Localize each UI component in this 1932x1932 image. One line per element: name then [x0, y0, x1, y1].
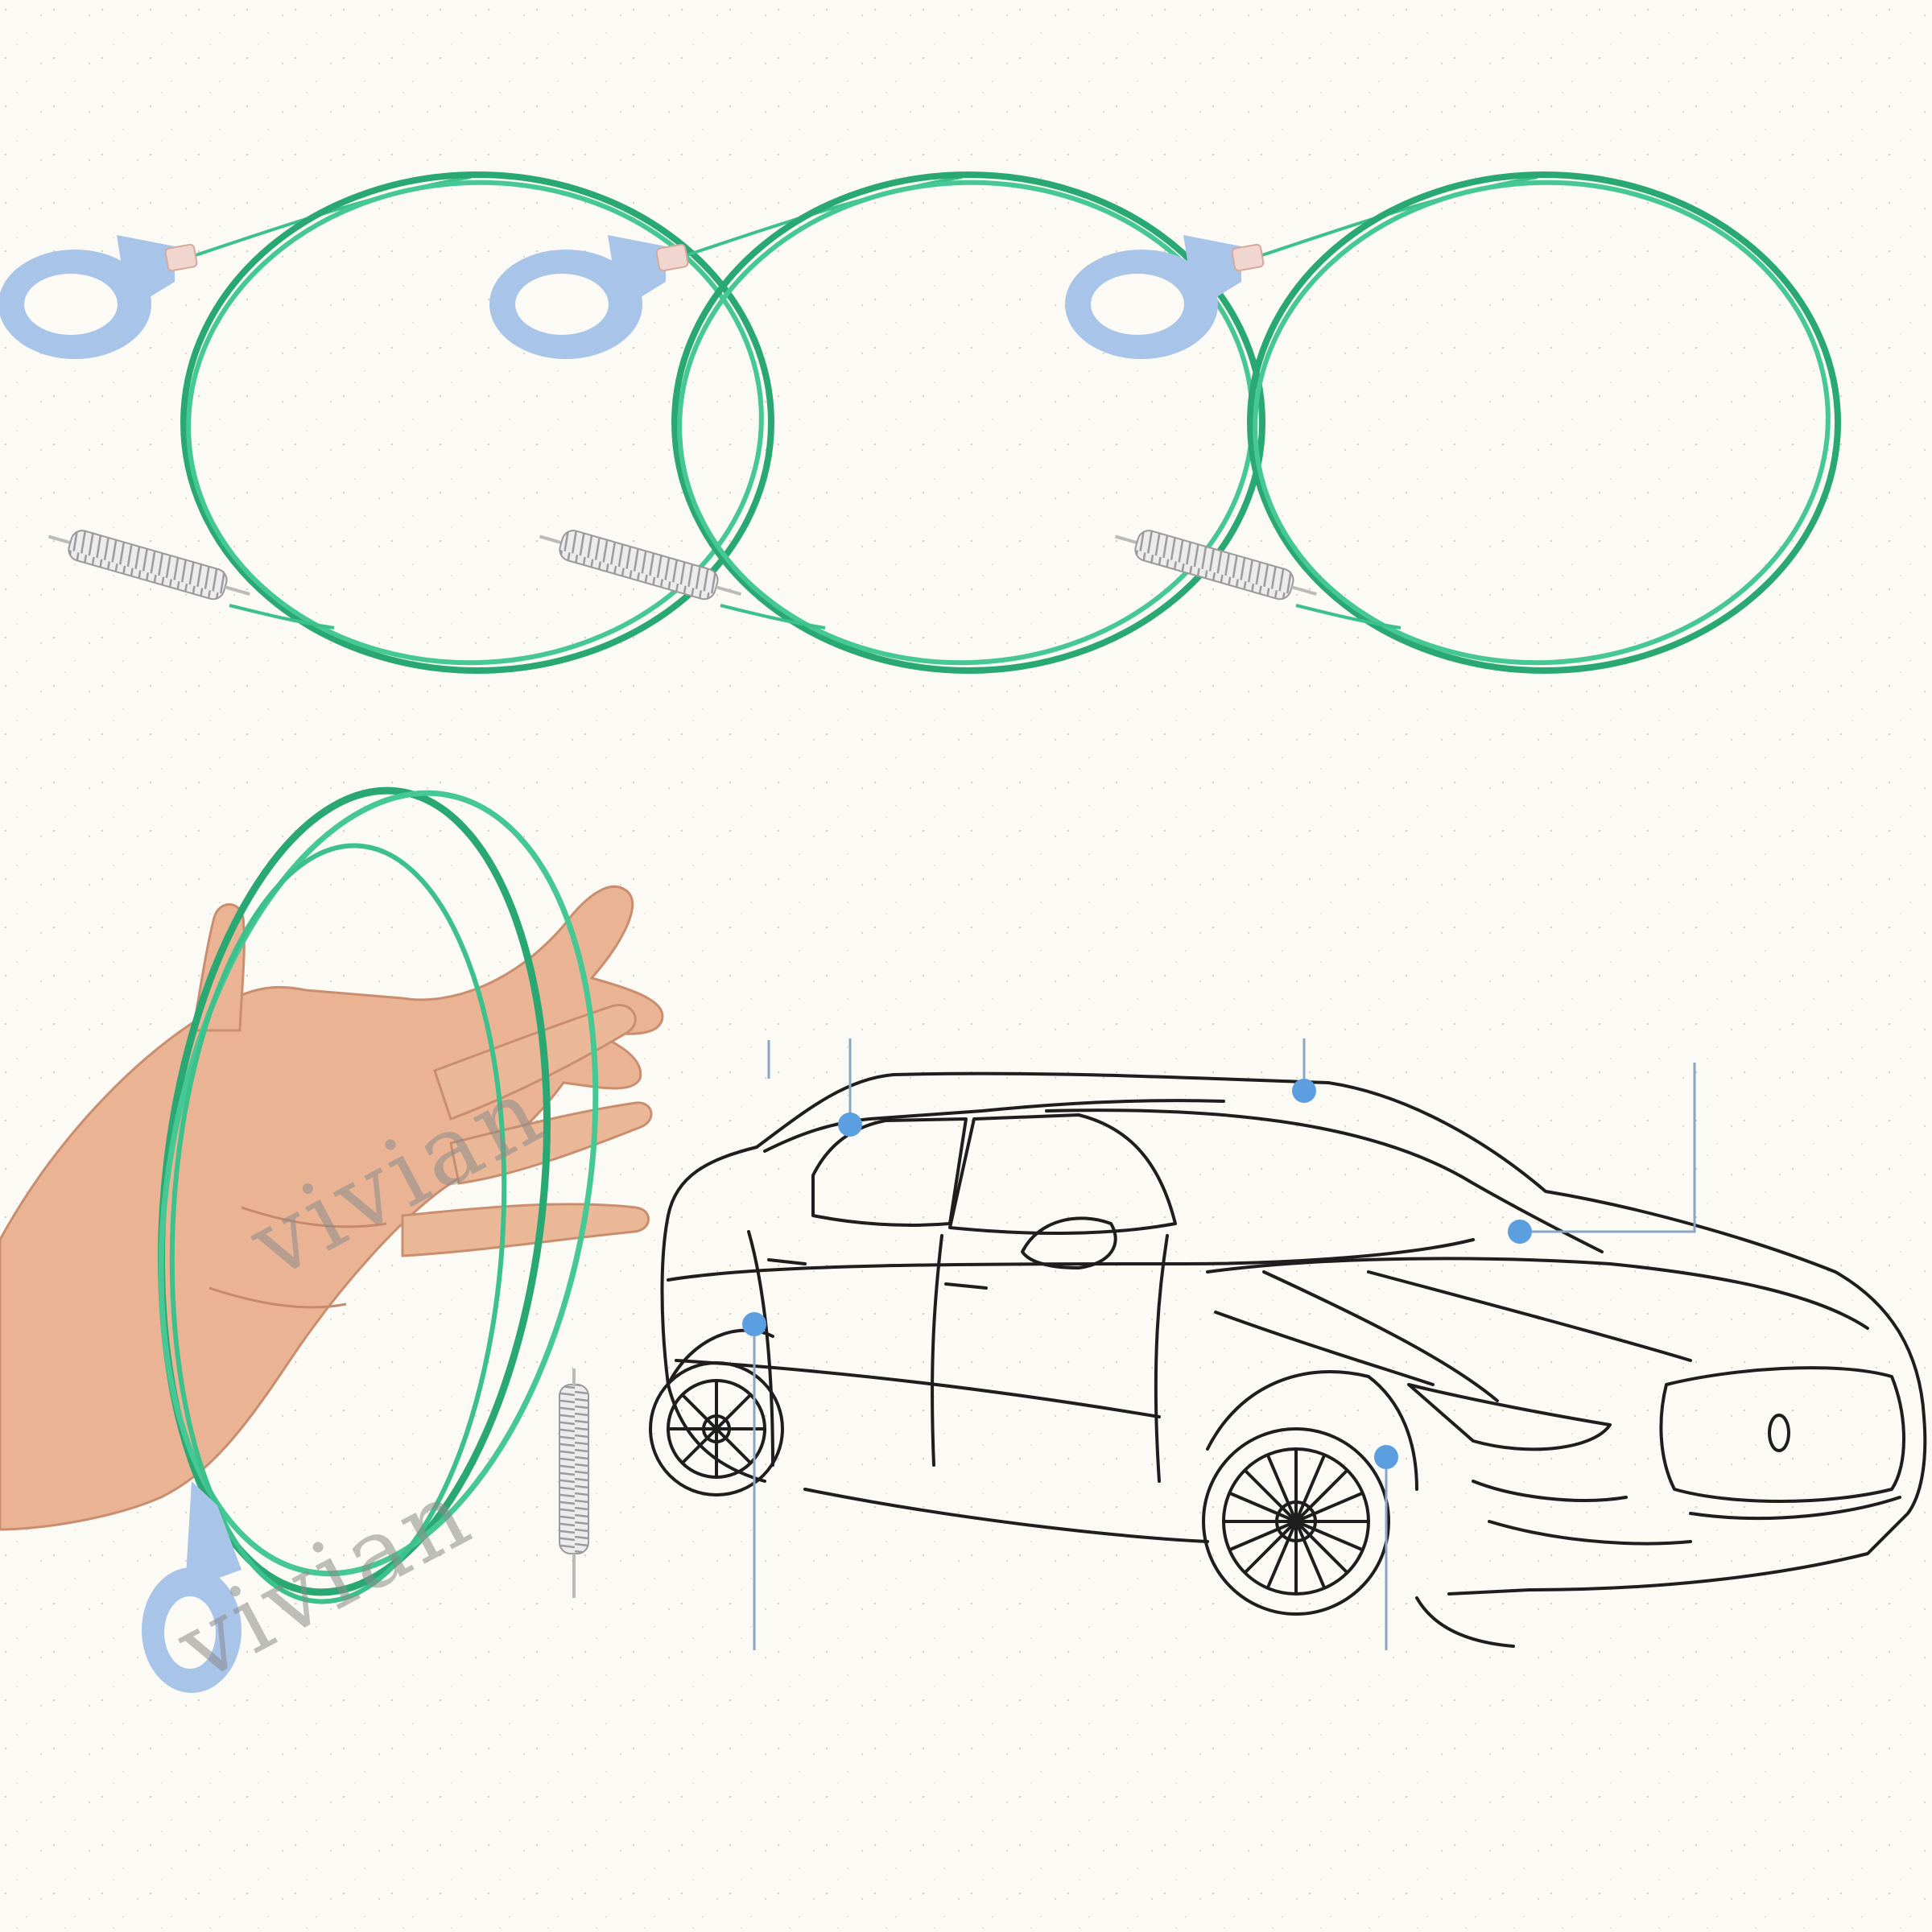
marker-front-drain — [1374, 1445, 1398, 1469]
hand-holding-tool — [0, 786, 664, 1693]
marker-a-pillar — [838, 1113, 862, 1137]
car-diagram — [649, 1071, 1927, 1648]
car-diagram-markers — [742, 1079, 1532, 1469]
marker-windshield — [1508, 1220, 1532, 1244]
car-diagram-callouts — [753, 1038, 1696, 1650]
marker-rear-drain — [742, 1312, 766, 1336]
marker-sunroof — [1292, 1079, 1316, 1103]
